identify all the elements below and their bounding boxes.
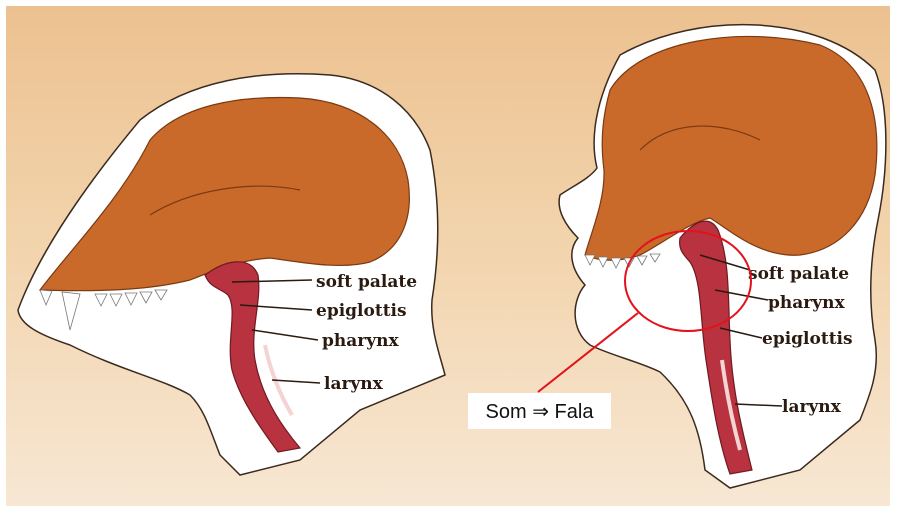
human-skull <box>585 36 877 260</box>
ape-label-soft-palate: soft palate <box>316 272 417 292</box>
ape-label-larynx: larynx <box>324 374 384 394</box>
human-label-pharynx: pharynx <box>768 293 845 313</box>
callout-label: Som ⇒ Fala <box>468 393 611 429</box>
human-label-soft-palate: soft palate <box>748 264 849 284</box>
ape-label-epiglottis: epiglottis <box>316 301 407 321</box>
ape-label-pharynx: pharynx <box>322 331 399 351</box>
human-label-larynx: larynx <box>782 397 842 417</box>
human-label-epiglottis: epiglottis <box>762 329 853 349</box>
callout-text: Som ⇒ Fala <box>486 399 594 424</box>
